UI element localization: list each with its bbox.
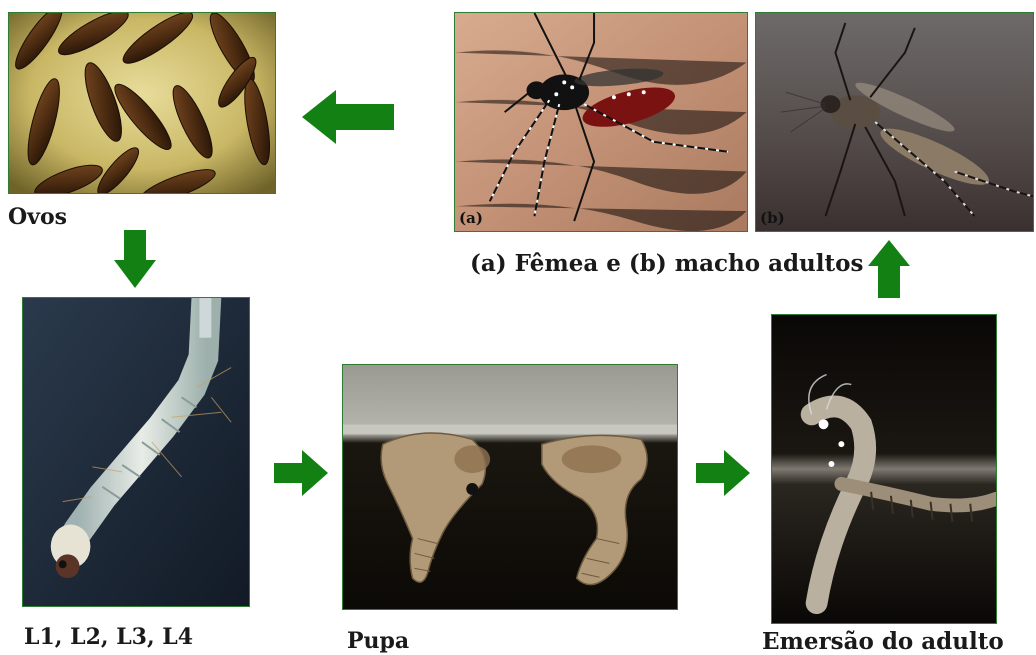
larva-photo	[22, 297, 250, 607]
eggs-label: Ovos	[8, 206, 67, 228]
female-adult-photo: (a)	[454, 12, 748, 232]
arrow-down-to-larva	[114, 230, 156, 288]
arrow-right-to-emergence	[696, 450, 750, 496]
emergence-label: Emersão do adulto	[762, 630, 1004, 653]
pupa-label: Pupa	[347, 630, 409, 652]
arrow-left-to-eggs	[302, 90, 394, 144]
pupa-photo	[342, 364, 678, 610]
male-adult-photo: (b)	[755, 12, 1034, 232]
male-tag: (b)	[760, 211, 785, 226]
larva-label: L1, L2, L3, L4	[24, 626, 193, 648]
arrow-up-to-adults	[868, 240, 910, 298]
female-tag: (a)	[459, 211, 483, 226]
arrow-right-to-pupa	[274, 450, 328, 496]
emergence-photo	[771, 314, 997, 624]
adults-label: (a) Fêmea e (b) macho adultos	[470, 252, 863, 275]
eggs-photo	[8, 12, 276, 194]
